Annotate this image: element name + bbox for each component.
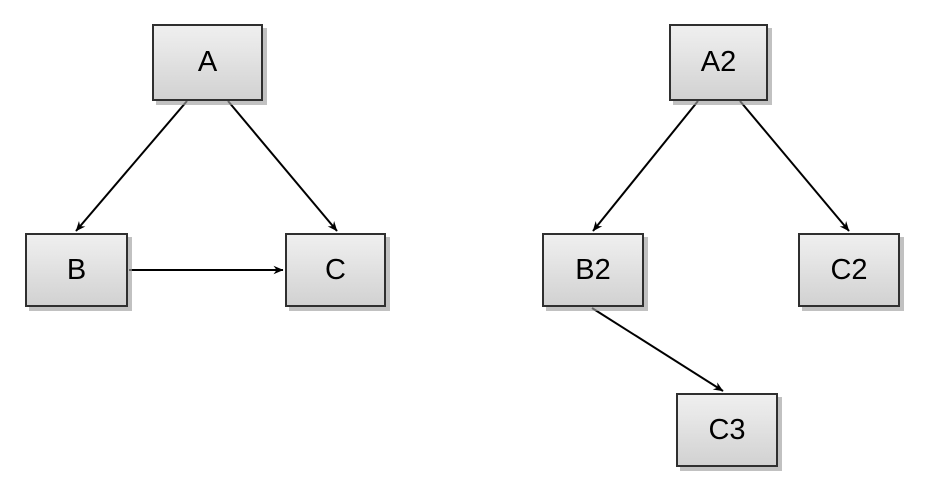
node-label-a: A xyxy=(197,46,218,78)
edge-b2-to-c3 xyxy=(591,307,724,392)
edge-a2-to-c2 xyxy=(739,100,850,232)
node-label-b2: B2 xyxy=(575,253,611,286)
node-c3[interactable]: C3 xyxy=(676,393,778,467)
node-b2[interactable]: B2 xyxy=(542,233,644,307)
node-c2[interactable]: C2 xyxy=(798,233,900,307)
node-label-c: C xyxy=(325,253,346,286)
node-label-c3: C3 xyxy=(708,413,746,446)
node-a2[interactable]: A2 xyxy=(669,24,768,101)
edge-a2-to-b2 xyxy=(592,100,699,232)
edges-group xyxy=(75,100,850,392)
node-label-a2: A2 xyxy=(700,46,737,78)
node-b[interactable]: B xyxy=(25,233,128,307)
node-a[interactable]: A xyxy=(152,24,263,101)
edge-a-to-c xyxy=(227,100,338,232)
node-c[interactable]: C xyxy=(285,233,386,307)
node-label-c2: C2 xyxy=(830,253,868,286)
edge-a-to-b xyxy=(75,100,188,232)
node-label-b: B xyxy=(66,253,87,286)
